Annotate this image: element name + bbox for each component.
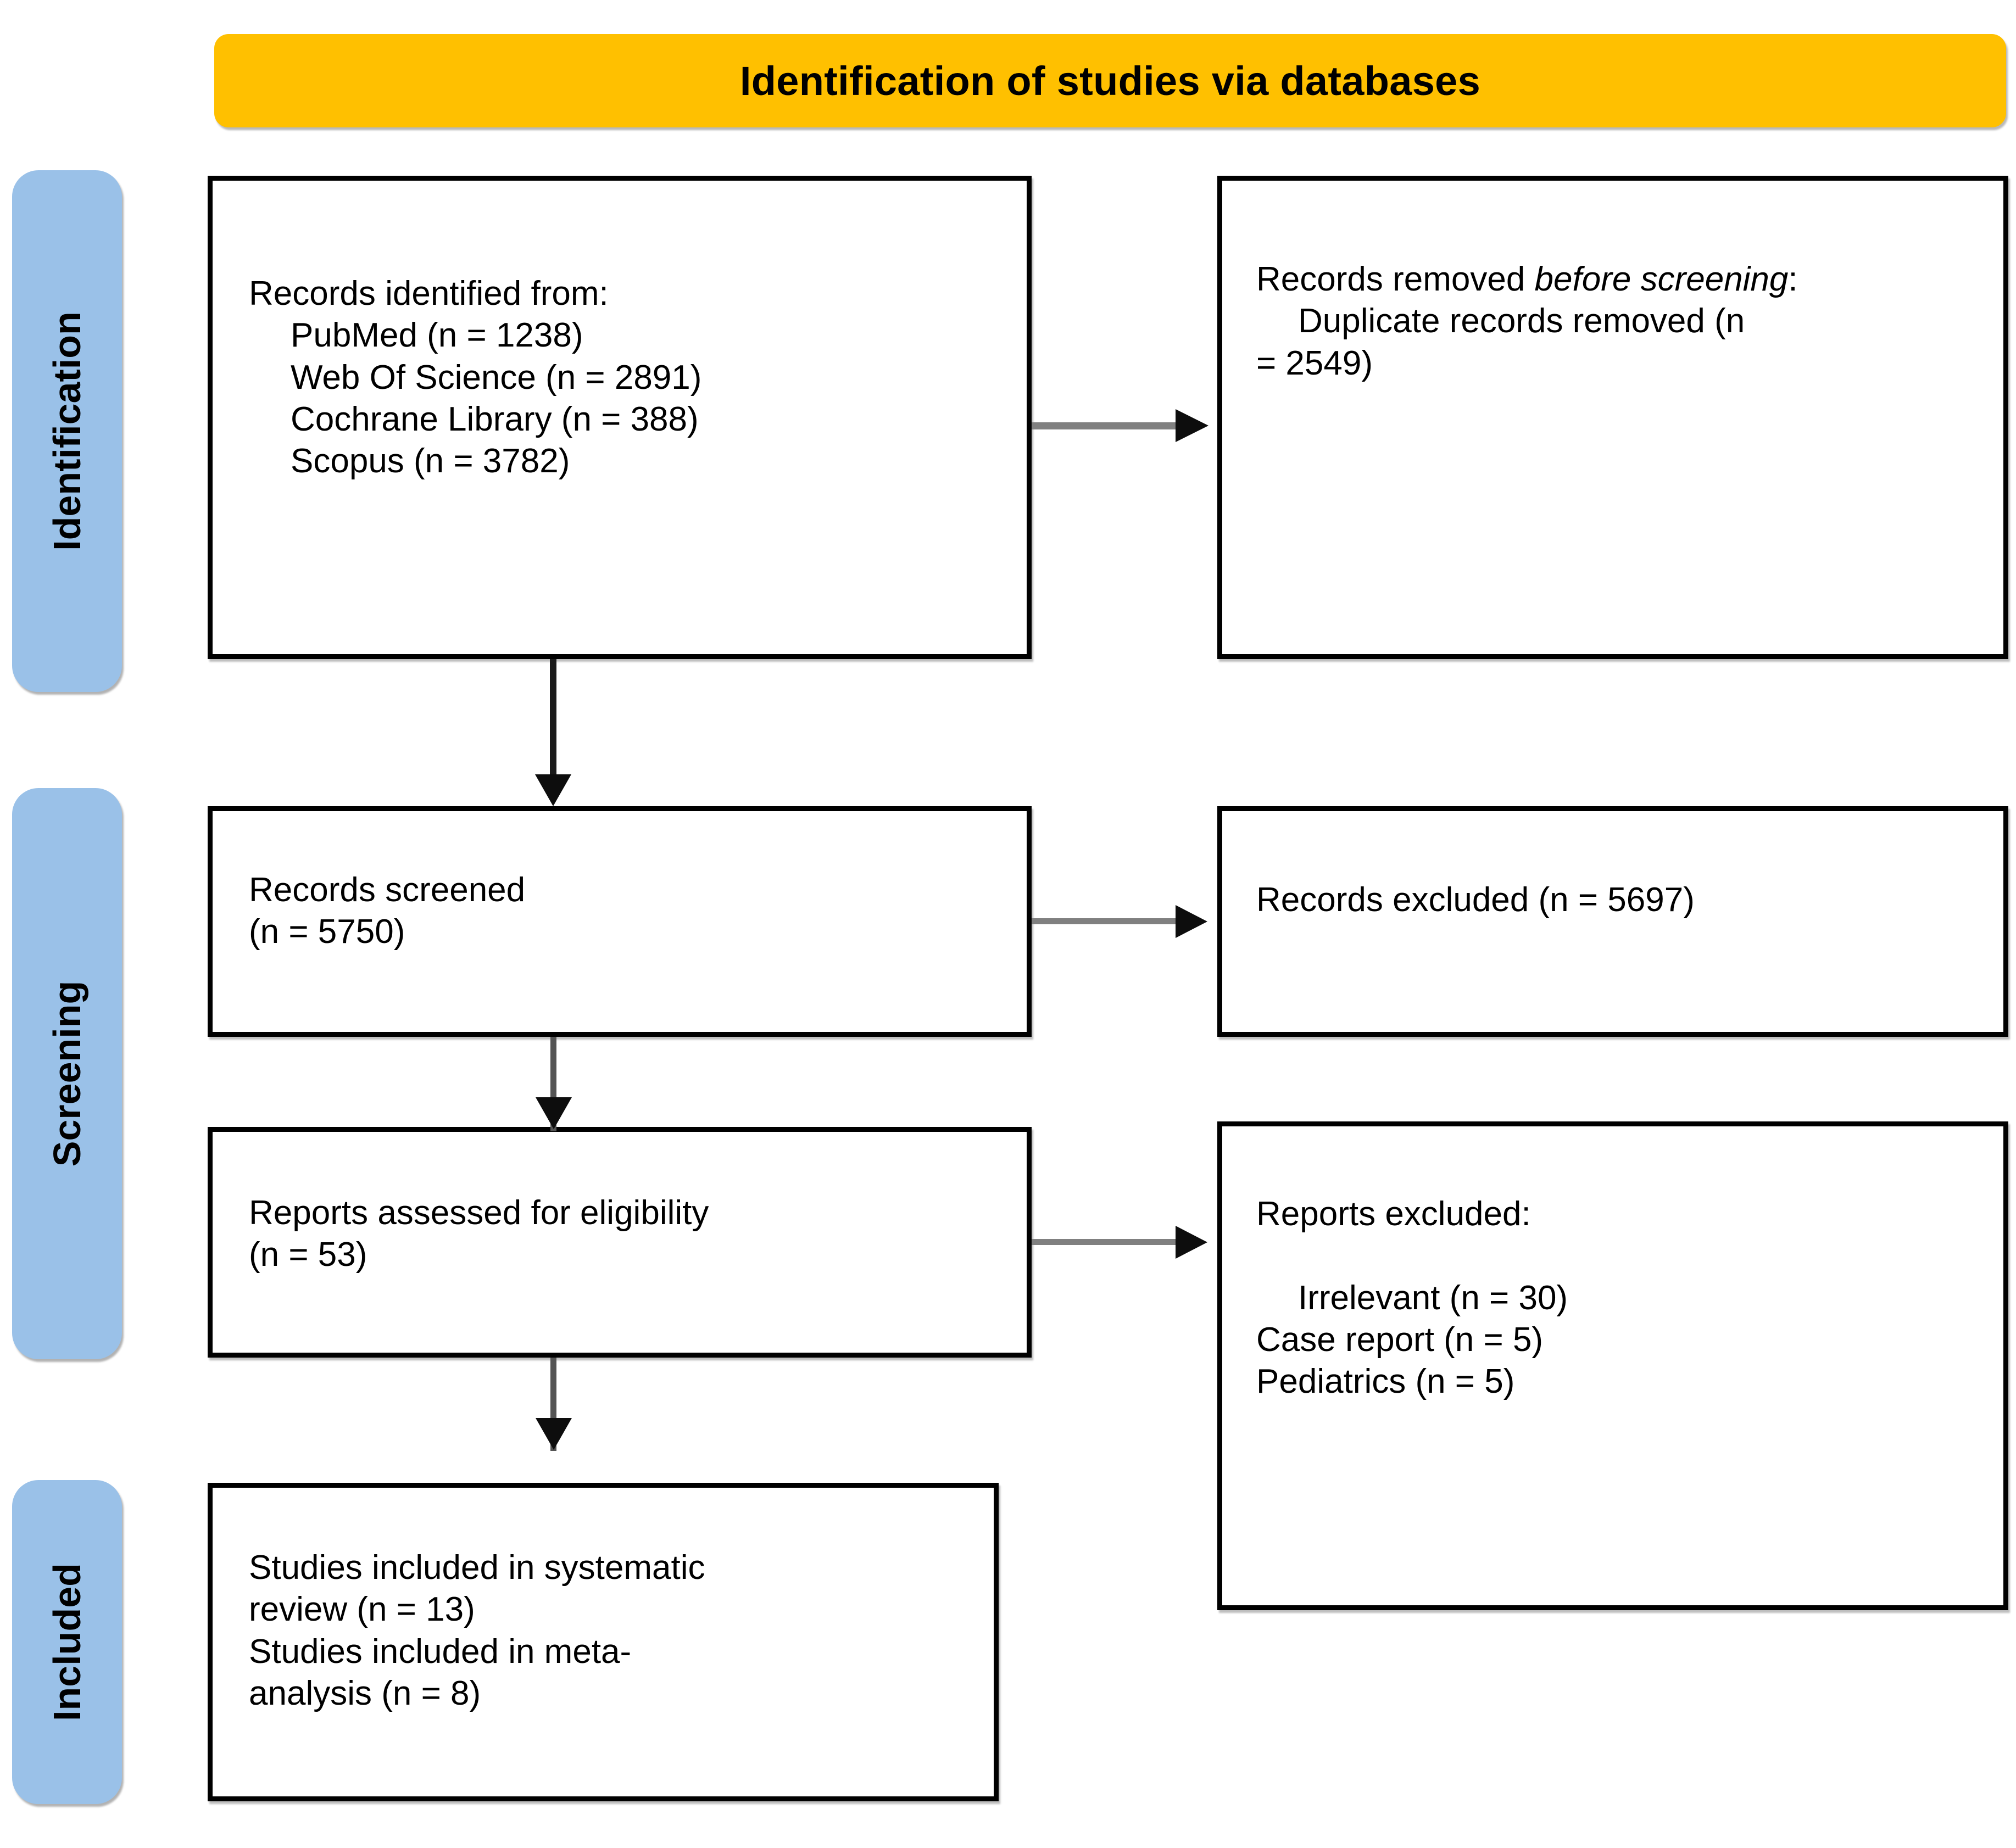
studies-included-review-line1: Studies included in systematic <box>249 1549 705 1587</box>
reports-excluded-heading: Reports excluded: <box>1256 1195 1531 1233</box>
arrow-head-down-icon <box>535 774 571 806</box>
studies-included-meta-line2: analysis (n = 8) <box>249 1674 481 1712</box>
records-identified-heading: Records identified from: <box>249 275 609 312</box>
stage-label-screening-text: Screening <box>46 980 89 1167</box>
arrow-head-right-icon <box>1176 409 1209 442</box>
studies-included-review-line2: review (n = 13) <box>249 1590 475 1629</box>
box-records-excluded: Records excluded (n = 5697) <box>1217 806 2008 1037</box>
box-studies-included: Studies included in systematic review (n… <box>208 1483 999 1801</box>
arrow-stem <box>1032 1239 1191 1245</box>
source-pubmed: PubMed (n = 1238) <box>291 316 583 355</box>
diagram-title: Identification of studies via databases <box>739 58 1481 104</box>
reason-pediatrics: Pediatrics (n = 5) <box>1256 1363 1515 1400</box>
stage-label-identification-text: Identification <box>46 311 88 551</box>
box-records-identified: Records identified from: PubMed (n = 123… <box>208 176 1032 659</box>
records-removed-heading-italic: before screening <box>1534 260 1789 298</box>
reports-assessed-count: (n = 53) <box>249 1236 367 1274</box>
reason-irrelevant: Irrelevant (n = 30) <box>1298 1278 1568 1317</box>
box-reports-excluded: Reports excluded: Irrelevant (n = 30) Ca… <box>1217 1121 2008 1610</box>
box-reports-assessed-for-eligibility: Reports assessed for eligibility (n = 53… <box>208 1127 1032 1358</box>
studies-included-meta-line1: Studies included in meta- <box>249 1632 632 1671</box>
stage-label-screening: Screening <box>12 788 122 1359</box>
reports-assessed-label: Reports assessed for eligibility <box>249 1194 709 1232</box>
source-scopus: Scopus (n = 3782) <box>291 442 570 480</box>
stage-label-identification: Identification <box>12 170 122 692</box>
box-records-screened: Records screened (n = 5750) <box>208 806 1032 1037</box>
stage-label-included-text: Included <box>46 1563 89 1721</box>
arrow-stem <box>1032 422 1192 429</box>
records-screened-count: (n = 5750) <box>249 913 405 951</box>
box-records-removed-before-screening: Records removed before screening: Duplic… <box>1217 176 2008 659</box>
reason-case-report: Case report (n = 5) <box>1256 1320 1544 1359</box>
duplicate-records-removed-line2: = 2549) <box>1256 344 1373 382</box>
arrow-stem <box>550 1358 556 1451</box>
duplicate-records-removed-line1: Duplicate records removed (n <box>1298 302 1745 340</box>
records-excluded-label: Records excluded (n = 5697) <box>1256 881 1695 919</box>
arrow-stem <box>550 659 556 784</box>
source-web-of-science: Web Of Science (n = 2891) <box>291 358 702 397</box>
arrow-head-right-icon <box>1176 1226 1207 1259</box>
records-removed-heading-tail: : <box>1788 260 1798 298</box>
diagram-header-banner: Identification of studies via databases <box>214 34 2006 127</box>
stage-label-included: Included <box>12 1480 122 1804</box>
records-removed-heading: Records removed before screening: <box>1256 259 2016 300</box>
arrow-stem <box>550 1037 556 1131</box>
source-cochrane-library: Cochrane Library (n = 388) <box>291 400 699 438</box>
arrow-stem <box>1032 918 1191 924</box>
records-removed-heading-lead: Records removed <box>1256 260 1535 298</box>
records-screened-label: Records screened <box>249 871 526 909</box>
arrow-head-down-icon <box>536 1097 572 1129</box>
arrow-head-down-icon <box>536 1418 572 1450</box>
arrow-head-right-icon <box>1176 905 1207 938</box>
